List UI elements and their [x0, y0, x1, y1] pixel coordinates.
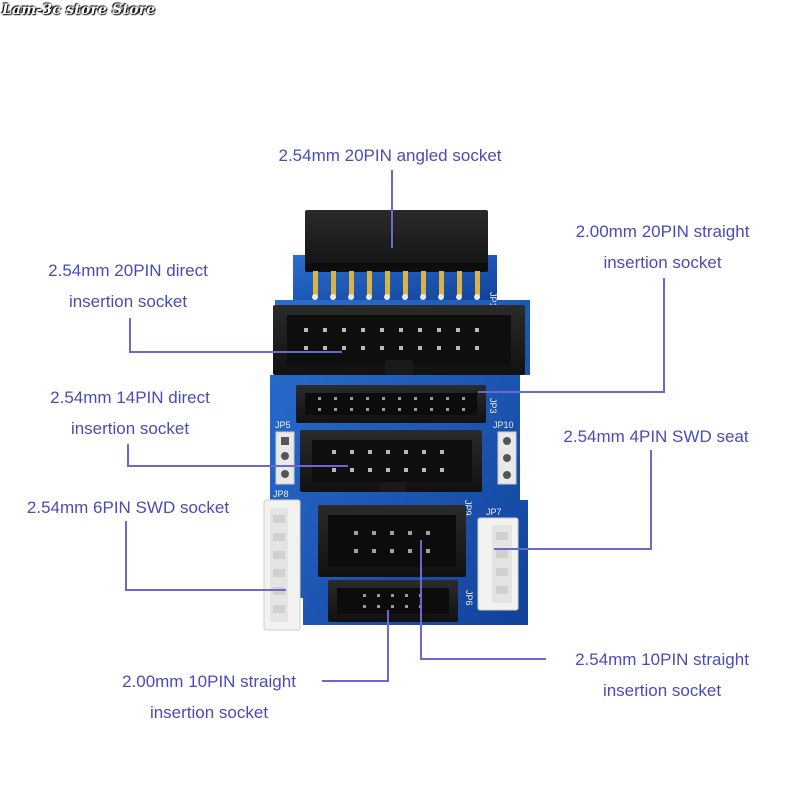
leader-lines	[125, 170, 665, 682]
silk-jp5: JP5	[275, 420, 291, 430]
leader-254-10pin	[420, 540, 546, 660]
angled-socket-body	[305, 210, 488, 272]
label-straight-10pin-200-line2: insertion socket	[149, 703, 269, 722]
label-direct-20pin-254-line2: insertion socket	[68, 292, 188, 311]
label-swd-4pin: 2.54mm 4PIN SWD seat	[540, 421, 772, 452]
label-swd-6pin-text: 2.54mm 6PIN SWD socket	[26, 498, 230, 517]
leader-swd-6pin	[125, 521, 286, 591]
silk-jp7: JP7	[486, 507, 502, 517]
label-straight-10pin-200-line1: 2.00mm 10PIN straight	[122, 672, 296, 691]
label-swd-4pin-text: 2.54mm 4PIN SWD seat	[563, 427, 749, 446]
store-watermark: Lam-3c store Store	[2, 2, 156, 18]
silk-jp6: JP6	[464, 590, 474, 606]
label-direct-14pin-254-line2: insertion socket	[70, 419, 190, 438]
angled-socket-pins	[313, 271, 480, 297]
pins-20pin-200	[318, 397, 465, 411]
leader-254-14pin	[127, 444, 348, 467]
label-straight-10pin-200: 2.00mm 10PIN straight insertion socket	[96, 666, 322, 728]
silk-jp9: JP9	[463, 500, 473, 516]
leader-200-20pin	[478, 278, 665, 393]
label-straight-10pin-254: 2.54mm 10PIN straight insertion socket	[546, 644, 778, 706]
label-swd-6pin: 2.54mm 6PIN SWD socket	[4, 492, 252, 523]
leader-200-10pin	[322, 610, 389, 682]
leader-254-20pin-direct	[129, 318, 342, 353]
label-straight-10pin-254-line2: insertion socket	[602, 681, 722, 700]
label-straight-10pin-254-line1: 2.54mm 10PIN straight	[575, 650, 749, 669]
label-direct-14pin-254: 2.54mm 14PIN direct insertion socket	[20, 382, 240, 444]
pins-20pin-254	[304, 328, 479, 350]
label-straight-20pin-200: 2.00mm 20PIN straight insertion socket	[545, 216, 780, 278]
label-angled-20pin: 2.54mm 20PIN angled socket	[240, 140, 540, 171]
pins-10pin-254	[354, 531, 430, 553]
label-direct-14pin-254-line1: 2.54mm 14PIN direct	[50, 388, 210, 407]
label-angled-20pin-text: 2.54mm 20PIN angled socket	[278, 146, 502, 165]
label-direct-20pin-254-line1: 2.54mm 20PIN direct	[48, 261, 208, 280]
label-straight-20pin-200-line2: insertion socket	[603, 253, 722, 272]
silk-jp3: JP3	[488, 398, 498, 414]
pins-14pin-254	[332, 450, 444, 472]
label-direct-20pin-254: 2.54mm 20PIN direct insertion socket	[18, 255, 238, 317]
silk-jp1: JP1	[488, 292, 498, 308]
label-straight-20pin-200-line1: 2.00mm 20PIN straight	[575, 222, 750, 241]
silk-jp10: JP10	[493, 420, 514, 430]
leader-swd-4pin	[494, 450, 652, 550]
silk-jp8: JP8	[273, 489, 289, 499]
